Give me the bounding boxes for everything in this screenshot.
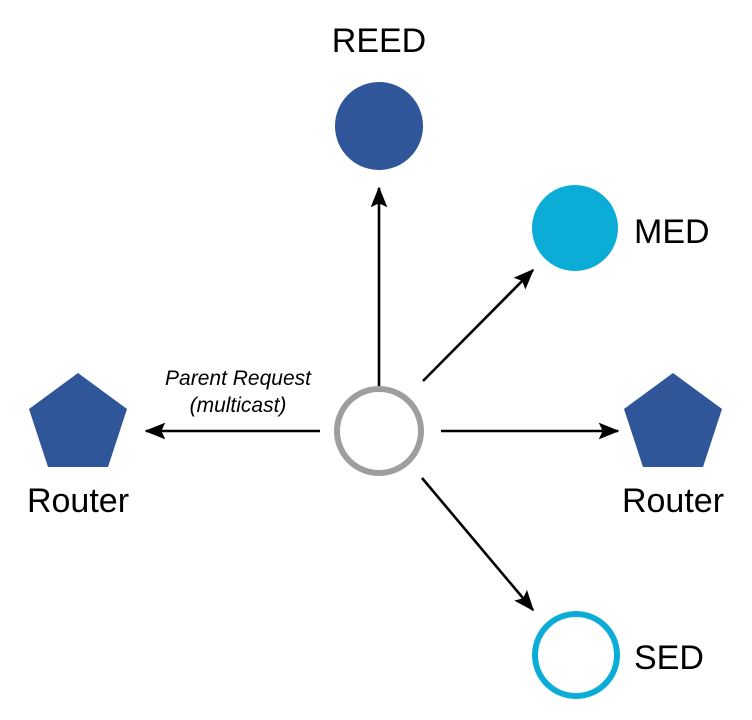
label-med: MED [634,213,710,251]
edges-group [144,186,620,612]
edge-center-to-sed [421,477,535,612]
node-center-joiner[interactable] [334,386,424,476]
node-router-right[interactable] [624,373,722,467]
edge-label-parent-request-line2: (multicast) [190,394,287,417]
node-med[interactable] [532,185,618,271]
node-sed[interactable] [532,611,620,699]
label-router-right: Router [622,482,724,520]
label-router-left: Router [27,482,129,520]
label-sed: SED [634,639,704,677]
label-reed: REED [332,22,426,60]
edge-label-parent-request-line1: Parent Request [165,367,312,390]
node-reed[interactable] [335,82,423,170]
edge-center-to-med [422,268,535,382]
node-router-left[interactable] [29,373,127,467]
